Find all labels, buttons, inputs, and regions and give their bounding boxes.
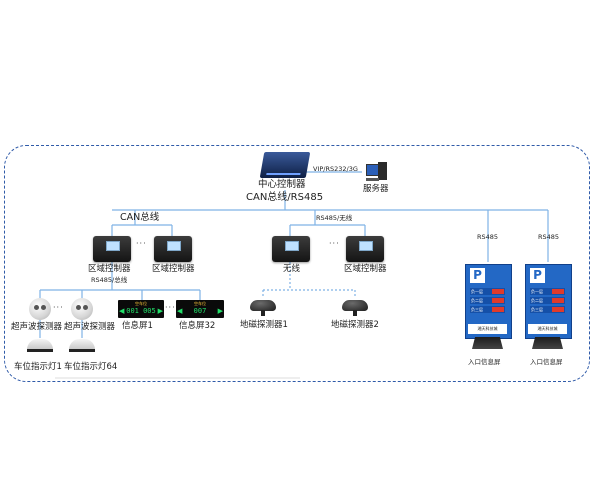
server-icon <box>366 162 388 182</box>
zone-controller-a-device <box>93 236 131 262</box>
parking-p-icon: P <box>530 268 545 283</box>
info-screen-ellipsis: ··· <box>165 303 176 312</box>
ultrasonic-sensor-1-label: 超声波探测器 <box>11 322 63 332</box>
info-screen-32-panel: 空车位 ◀ 007 ▶ <box>176 300 224 318</box>
entrance-sign-b: P 负一层 负二层 负三层 湘天科技城 <box>525 264 572 349</box>
entrance-sign-a: P 负一层 负二层 负三层 湘天科技城 <box>465 264 512 349</box>
zone-controller-b-device <box>154 236 192 262</box>
link-protocol-label: VIP/RS232/3G <box>313 165 358 173</box>
wireless-label: 无线 <box>283 264 301 274</box>
magnetic-detector-2-icon <box>342 300 368 316</box>
mid-zone-controller-device <box>346 236 384 262</box>
rs485-b-label: RS485 <box>538 233 560 241</box>
central-controller-device <box>259 152 311 178</box>
space-indicator-lamp-1-label: 车位指示灯1 <box>14 362 62 372</box>
mid-controller-ellipsis: ··· <box>329 239 340 248</box>
zone-controller-b-label: 区域控制器 <box>152 264 195 274</box>
ultrasonic-sensor-2-label: 超声波探测器 <box>64 322 116 332</box>
entrance-screen-a-label: 入口信息屏 <box>468 358 501 366</box>
space-indicator-lamp-64-label: 车位指示灯64 <box>64 362 118 372</box>
info-screen-1-label: 信息屏1 <box>122 321 153 331</box>
server-label: 服务器 <box>363 184 389 194</box>
magnetic-detector-1-icon <box>250 300 276 316</box>
ultrasonic-sensor-2-icon <box>71 298 93 320</box>
zone-controller-a-label: 区域控制器 <box>88 264 131 274</box>
ultrasonic-sensor-1-icon <box>29 298 51 320</box>
can-bus-label: CAN总线 <box>120 212 160 223</box>
info-screen-1-panel: 空车位 ◀ 001 005 ▶ <box>118 300 164 318</box>
mid-zone-controller-label: 区域控制器 <box>344 264 387 274</box>
rs485-wireless-label: RS485/无线 <box>316 214 353 222</box>
central-controller-label: 中心控制器 <box>258 179 306 190</box>
main-bus-label: CAN总线/RS485 <box>246 192 324 203</box>
space-indicator-lamp-1-icon <box>27 339 53 352</box>
wireless-gateway-device <box>272 236 310 262</box>
parking-p-icon: P <box>470 268 485 283</box>
zone-controller-ellipsis: ··· <box>136 239 147 248</box>
entrance-screen-b-label: 入口信息屏 <box>530 358 563 366</box>
magnetic-detector-1-label: 地磁探测器1 <box>240 320 288 330</box>
magnetic-detector-2-label: 地磁探测器2 <box>331 320 379 330</box>
rs485-subbus-label: RS485/总线 <box>91 276 128 284</box>
info-screen-32-label: 信息屏32 <box>179 321 216 331</box>
rs485-a-label: RS485 <box>477 233 499 241</box>
sensor-ellipsis: ··· <box>53 303 64 312</box>
space-indicator-lamp-64-icon <box>69 339 95 352</box>
dashed-system-boundary <box>4 145 590 382</box>
